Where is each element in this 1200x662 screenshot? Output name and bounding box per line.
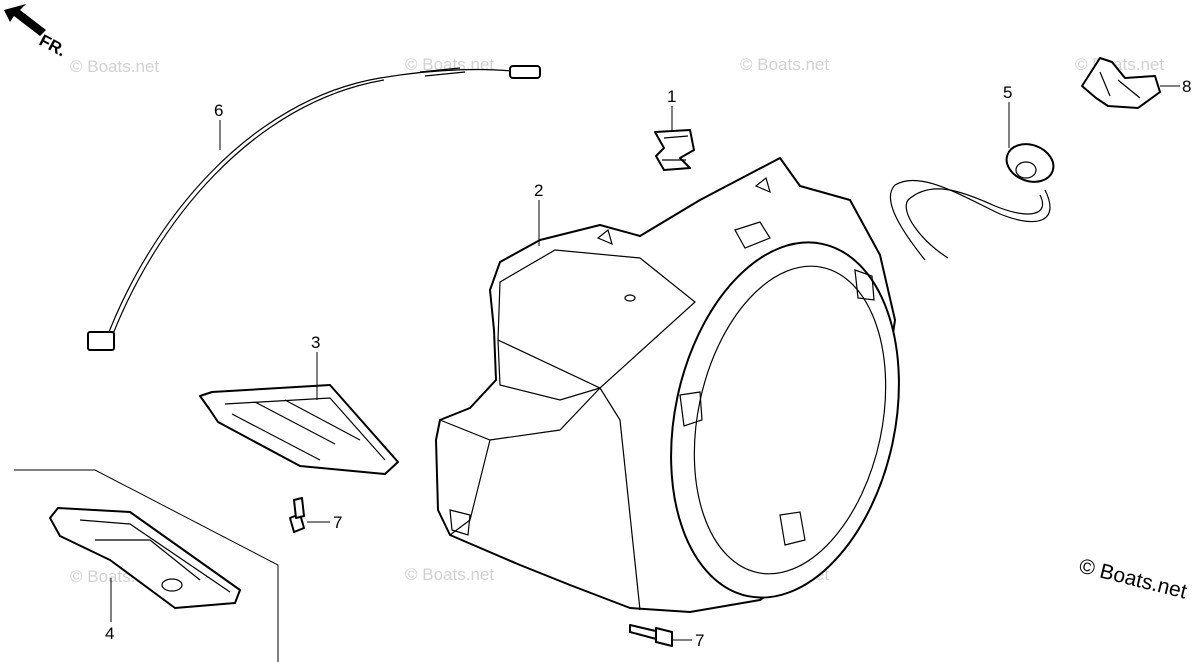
part-8-clamp — [1081, 57, 1161, 109]
callout-4: 4 — [105, 624, 114, 643]
callout-3: 3 — [311, 333, 320, 352]
copyright-text: © Boats.net — [1077, 555, 1189, 604]
part-4-guide — [49, 507, 241, 609]
part-1-clip — [654, 129, 695, 171]
callout-8: 8 — [1182, 77, 1191, 96]
callout-5: 5 — [1003, 83, 1012, 102]
part-2-fan-cover — [435, 157, 900, 613]
section-frame — [14, 469, 279, 662]
callout-7-lower: 7 — [695, 631, 704, 650]
part-3-plate — [199, 384, 399, 475]
direction-indicator: FR. — [4, 4, 69, 60]
watermark: © Boats.net — [70, 57, 159, 76]
callouts: 1 2 3 4 5 6 7 7 8 — [105, 77, 1191, 650]
watermark: © Boats.net — [740, 55, 829, 74]
part-6-cable — [87, 65, 541, 351]
direction-label: FR. — [36, 31, 69, 61]
part-7-bolt-lower — [629, 624, 673, 647]
watermark: © Boats.net — [405, 565, 494, 584]
callout-2: 2 — [534, 181, 543, 200]
part-7-bolt-upper — [289, 497, 305, 533]
leader-lines — [110, 85, 1180, 641]
part-5-sensor — [889, 143, 1055, 261]
callout-1: 1 — [667, 87, 676, 106]
callout-6: 6 — [214, 101, 223, 120]
arrow-icon — [4, 4, 46, 36]
watermark: © Boats.net — [405, 55, 494, 74]
callout-7-upper: 7 — [333, 513, 342, 532]
